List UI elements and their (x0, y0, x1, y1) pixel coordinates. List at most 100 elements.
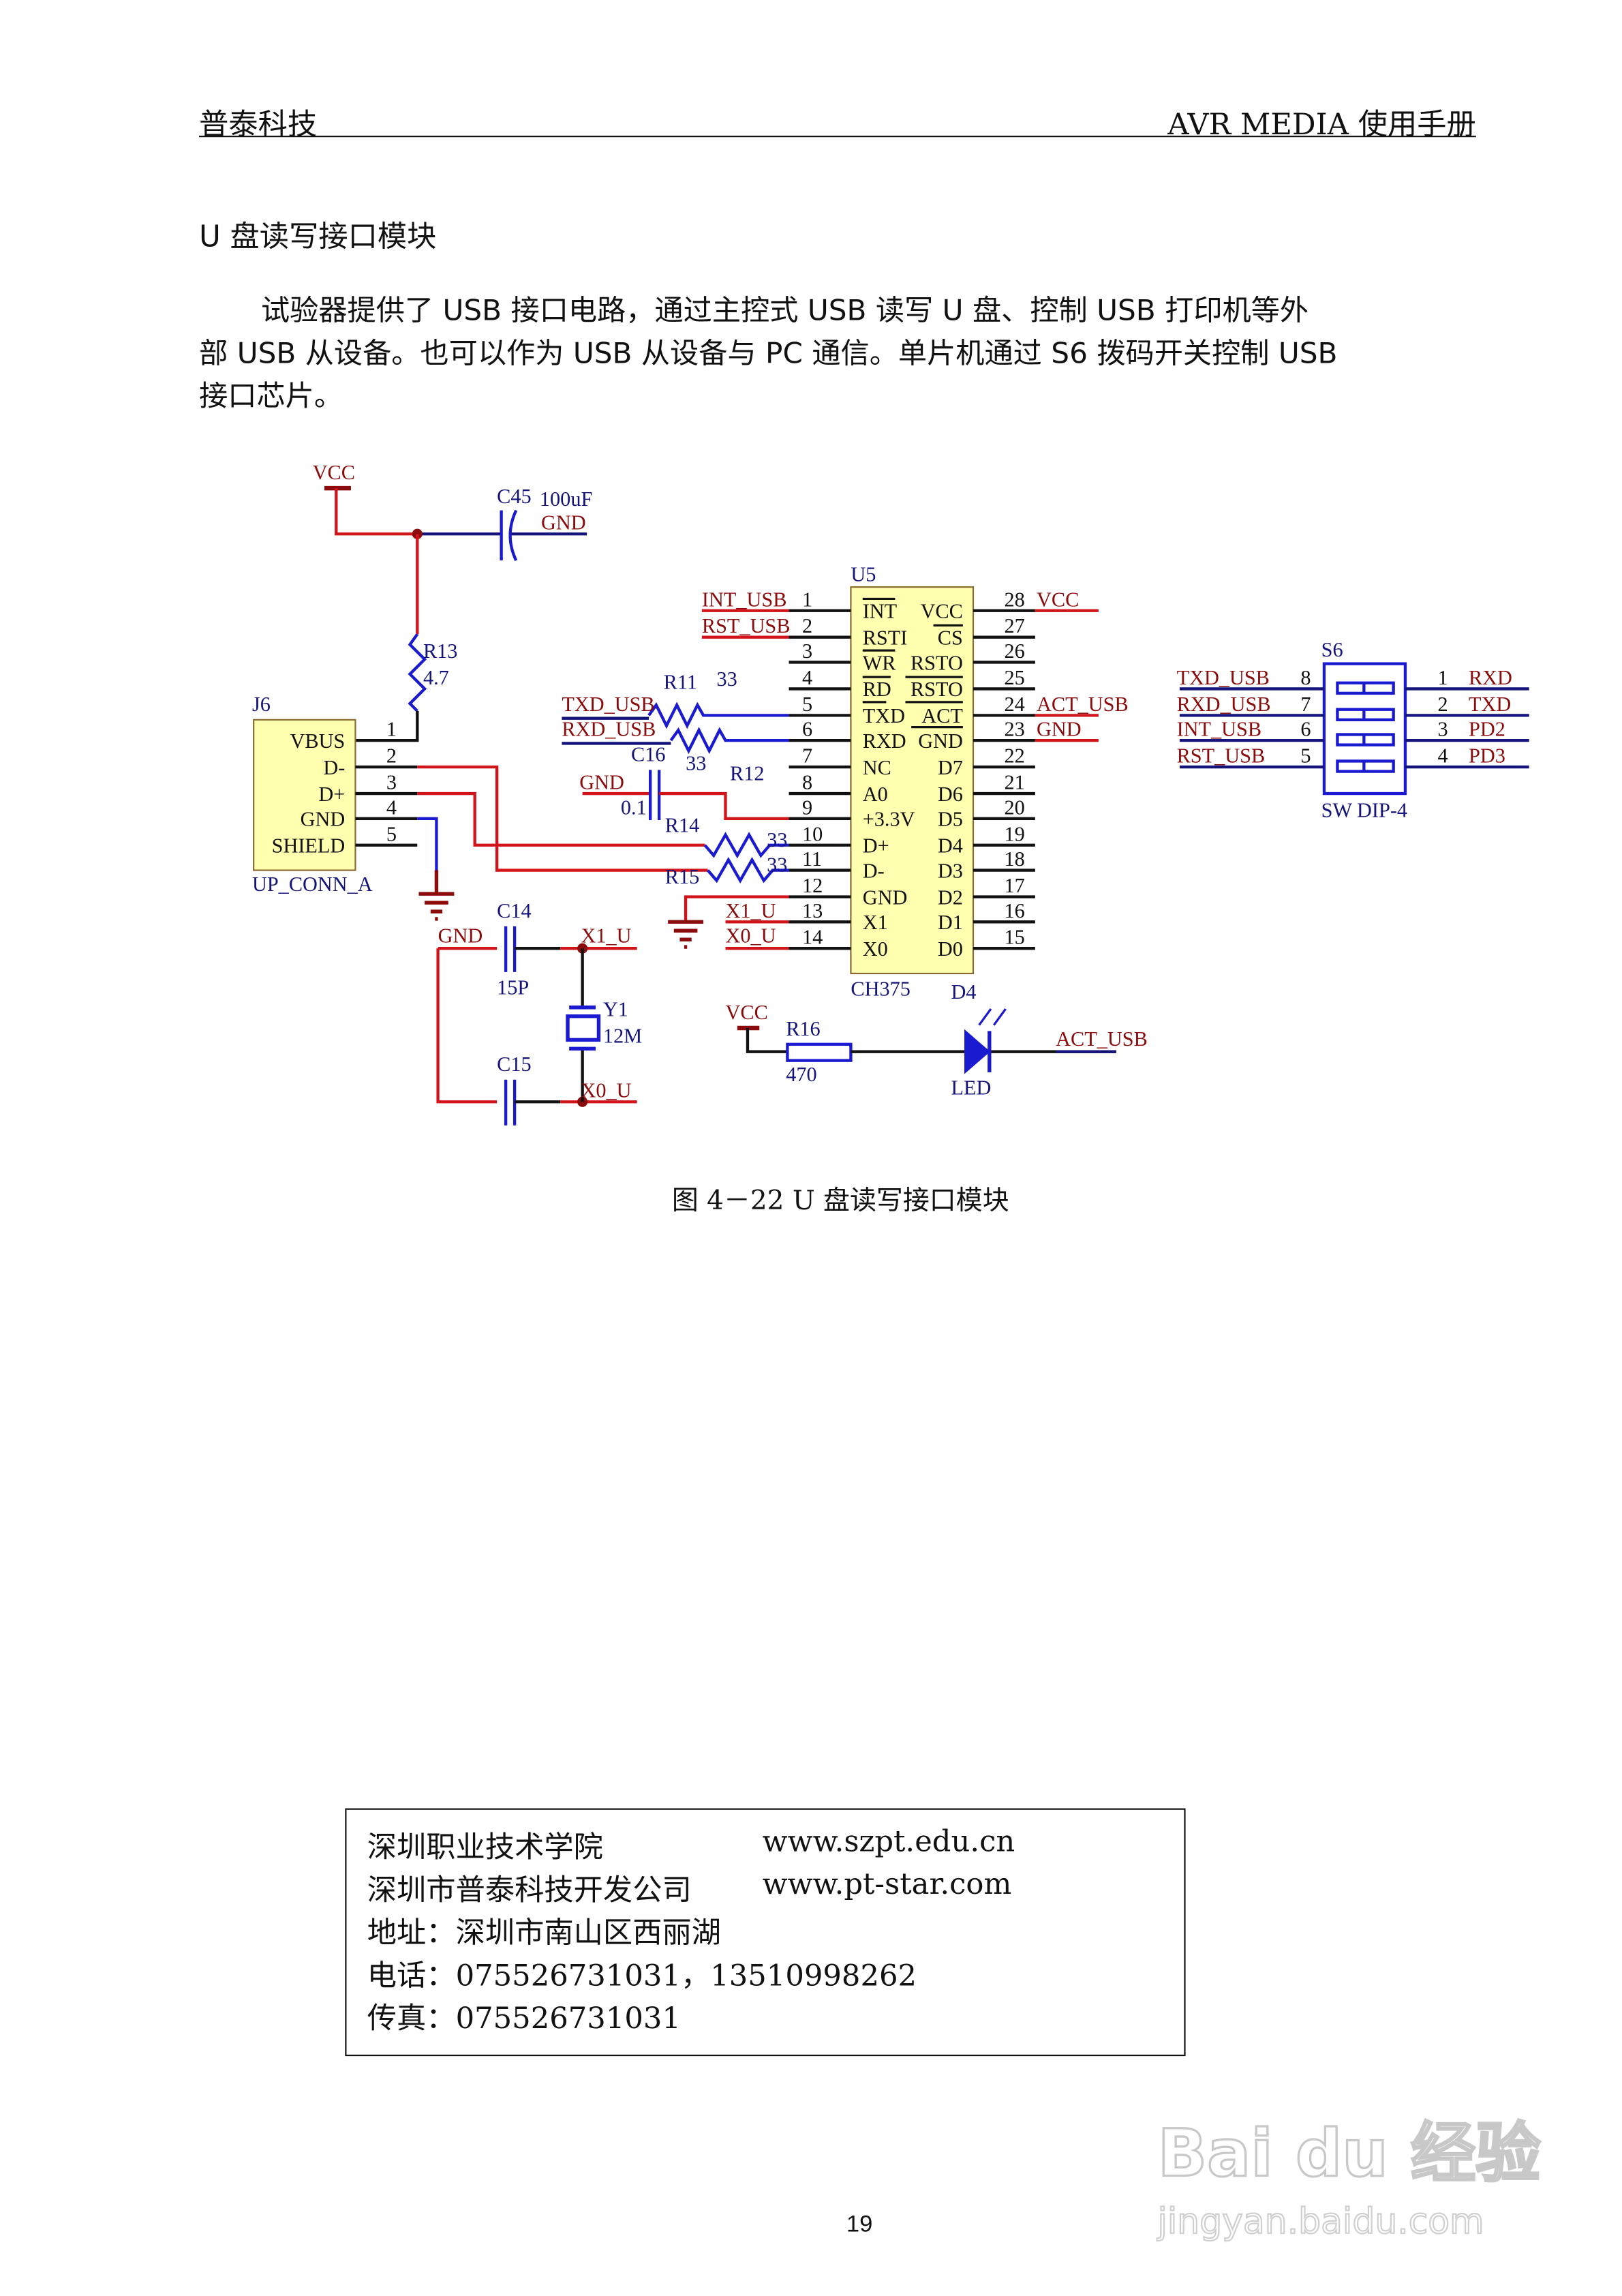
u5-pin-number: 22 (1004, 744, 1024, 768)
d-plus-net (417, 791, 705, 847)
c45-value: 100uF (540, 487, 592, 511)
u5-pin-name: GND (863, 886, 908, 909)
y1-value: 12M (603, 1025, 642, 1048)
u5-pin-number: 21 (1004, 771, 1024, 794)
s6-pin-number: 2 (1438, 693, 1448, 716)
s6-pin-number: 7 (1300, 693, 1311, 716)
s6-net-label: RXD (1469, 666, 1512, 689)
r15-ref: R15 (665, 865, 699, 888)
act-usb-net: ACT_USB (1037, 693, 1129, 716)
u5-pin-number: 12 (802, 874, 823, 897)
page-number: 19 (846, 2212, 873, 2238)
u5-pin-number: 11 (802, 847, 822, 871)
d4-ref: D4 (951, 980, 977, 1003)
s6-pin-number: 1 (1438, 666, 1448, 689)
u5-pin-number: 19 (1004, 822, 1024, 845)
u5-pin-number: 24 (1004, 693, 1024, 716)
s6-type: SW DIP-4 (1321, 799, 1407, 822)
ground-icon (668, 920, 704, 949)
u5-pin-number: 16 (1004, 899, 1024, 922)
u5-pin-name: CS (938, 626, 963, 650)
r12-ref: R12 (730, 762, 764, 785)
d4-value: LED (951, 1076, 992, 1099)
paragraph-line: 部 USB 从设备。也可以作为 USB 从设备与 PC 通信。单片机通过 S6 … (199, 336, 1338, 371)
watermark-url: jingyan.baidu.com (1157, 2200, 1484, 2243)
u5-pin-number: 18 (1004, 847, 1024, 871)
act-usb-net: ACT_USB (1056, 1027, 1148, 1051)
u5-pin-number: 23 (1004, 718, 1024, 741)
c15-ref: C15 (497, 1053, 531, 1076)
u5-pin-number: 25 (1004, 666, 1024, 689)
contact-line: 地址：深圳市南山区西丽湖 (367, 1914, 722, 1950)
j6-connector-body (253, 719, 356, 871)
u5-type: CH375 (851, 977, 911, 1000)
s6-pin-number: 5 (1300, 744, 1311, 768)
r13-value: 4.7 (423, 666, 449, 689)
u5-pin-name: TXD (863, 704, 905, 727)
paragraph-line: 试验器提供了 USB 接口电路，通过主控式 USB 读写 U 盘、控制 USB … (260, 293, 1309, 328)
baidu-watermark: Bai du 经验 jingyan.baidu.com (1157, 2065, 1542, 2256)
u5-pin-number: 13 (802, 899, 823, 922)
s6-net-label: INT_USB (1177, 718, 1262, 741)
u5-pin-name: D6 (938, 783, 963, 806)
u5-pin-name: RSTO (911, 651, 963, 674)
crystal-circuit (436, 926, 637, 1126)
r16-ref: R16 (786, 1017, 820, 1040)
r11-value: 33 (717, 667, 737, 691)
header-left: 普泰科技 (199, 106, 318, 142)
u5-pin-name: X1 (863, 911, 888, 934)
vcc-label: VCC (313, 461, 355, 484)
r11-ref: R11 (664, 670, 697, 693)
u5-pin-number: 14 (802, 926, 823, 949)
r13-ref: R13 (423, 639, 457, 663)
c16-value: 0.1 (621, 796, 647, 819)
j6-pin-number: 3 (386, 771, 397, 794)
contact-line: 电话：075526731031，13510998262 (367, 1957, 917, 1993)
paragraph-line: 接口芯片。 (199, 379, 343, 413)
r12-value: 33 (686, 751, 706, 774)
header-rule (199, 136, 1476, 138)
c16-ref: C16 (631, 742, 665, 766)
u5-pin-name: WR (863, 651, 897, 674)
s6-net-label: TXD_USB (1177, 666, 1270, 689)
u5-pin-number: 15 (1004, 926, 1024, 949)
u5-pin-name: GND (918, 729, 963, 753)
u5-pin-name: RD (863, 678, 891, 701)
s6-dip-switch (1322, 662, 1407, 796)
u5-pin-number: 9 (802, 796, 812, 819)
section-title: U 盘读写接口模块 (199, 218, 437, 254)
j6-pin-name: VBUS (290, 729, 346, 753)
u5-pin-name: D- (863, 859, 885, 882)
s6-pin-number: 3 (1438, 718, 1448, 741)
contact-url[interactable]: www.szpt.edu.cn (762, 1823, 1015, 1859)
c45-ref: C45 (497, 485, 531, 508)
r15-value: 33 (767, 854, 787, 877)
r15-resistor (706, 857, 789, 884)
led-circuit (737, 1008, 1116, 1074)
r11-resistor (647, 701, 789, 729)
gnd-label: GND (438, 924, 483, 948)
u5-pin-name: D1 (938, 911, 963, 934)
int-usb-net: INT_USB (702, 588, 787, 611)
x1-u-net: X1_U (581, 924, 631, 948)
u5-pin-name: D0 (938, 937, 963, 961)
u5-pin-name: NC (863, 756, 891, 779)
u5-pin-name: RSTO (911, 678, 963, 701)
txd-usb-net: TXD_USB (562, 693, 654, 716)
u5-pin-name: VCC (921, 600, 963, 623)
header-right: AVR MEDIA 使用手册 (1167, 106, 1476, 142)
r14-value: 33 (767, 828, 787, 851)
j6-pin-number: 2 (386, 744, 397, 768)
u5-pin-number: 3 (802, 639, 812, 663)
u5-pin-number: 27 (1004, 614, 1024, 637)
u5-pin-name: RXD (863, 729, 906, 753)
j6-pin-name: D- (323, 756, 345, 779)
contact-url[interactable]: www.pt-star.com (762, 1866, 1012, 1901)
led-icon (964, 1029, 990, 1074)
vcc-label: VCC (1037, 588, 1079, 611)
u5-pin-number: 17 (1004, 874, 1024, 897)
s6-net-label: PD3 (1469, 744, 1505, 768)
